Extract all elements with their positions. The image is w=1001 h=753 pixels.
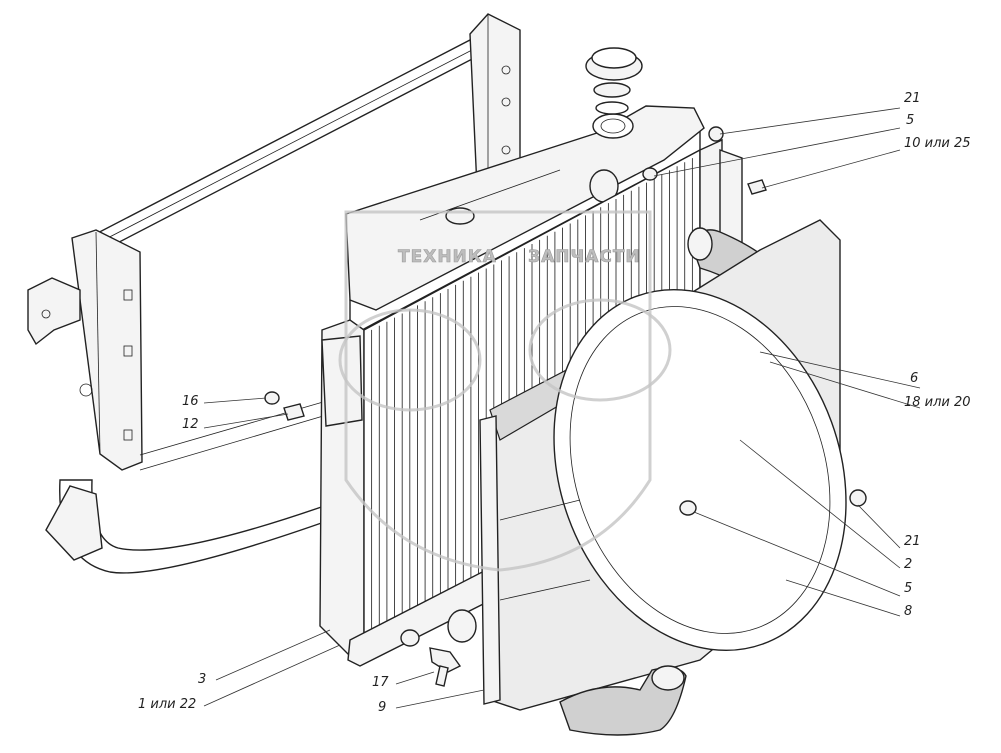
fan-shroud [479, 219, 847, 711]
callout-2: 2 [904, 557, 912, 572]
callout-10-or-25: 10 или 25 [904, 136, 971, 151]
fasteners [264, 126, 867, 516]
callout-3: 3 [198, 672, 206, 687]
callout-labels: 21 5 10 или 25 6 18 или 20 16 12 21 2 5 … [138, 91, 971, 715]
callout-16: 16 [182, 394, 199, 409]
callout-12: 12 [182, 417, 199, 432]
callout-5-bottom: 5 [904, 581, 912, 596]
watermark-right-word: ЗАПЧАСТИ [528, 247, 641, 267]
lower-hose [559, 665, 687, 736]
callout-8: 8 [904, 604, 912, 619]
filler-cap [585, 47, 643, 115]
leader-lines [203, 107, 921, 709]
callout-5-top: 5 [906, 113, 914, 128]
callout-21-top: 21 [904, 91, 921, 106]
watermark: ТЕХНИКА ЗАПЧАСТИ [338, 210, 672, 572]
callout-21-bottom: 21 [904, 534, 921, 549]
callout-9: 9 [378, 700, 386, 715]
callout-6: 6 [910, 371, 918, 386]
callout-18-or-20: 18 или 20 [904, 395, 971, 410]
callout-1-or-22: 1 или 22 [138, 697, 196, 712]
watermark-left-word: ТЕХНИКА [398, 247, 497, 267]
callout-17: 17 [372, 675, 389, 690]
